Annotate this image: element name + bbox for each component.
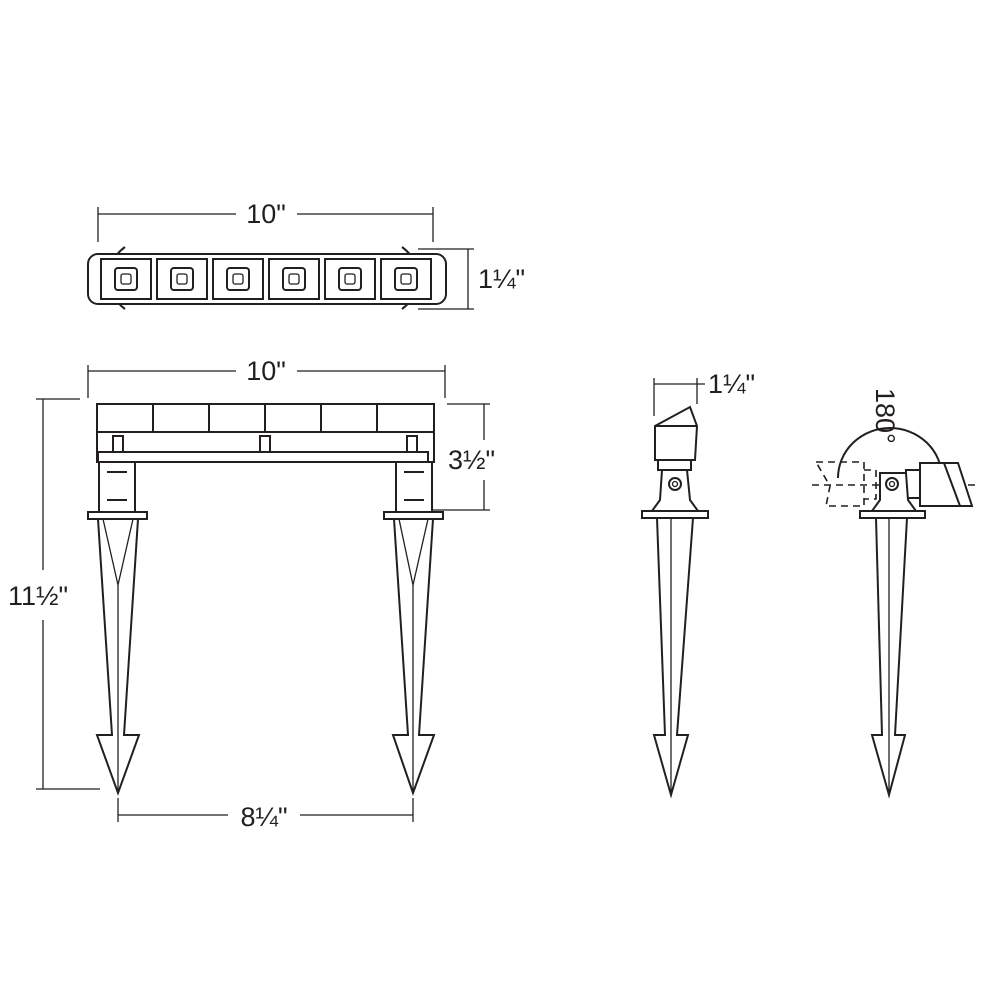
front-head-height-label: 3½": [448, 445, 495, 475]
tilt-view: 180°: [812, 388, 975, 799]
lens-cell: [156, 258, 208, 300]
side-width-label: 1¼": [708, 369, 755, 399]
lens-cell: [324, 258, 376, 300]
tilt-arc: [837, 427, 943, 479]
stake-spacing-label: 8¼": [240, 802, 287, 832]
front-width-label: 10": [246, 356, 286, 386]
front-view: 10" 3½" 11½" 8¼": [8, 356, 495, 832]
lens-cell: [100, 258, 152, 300]
top-view-lens-row: [100, 258, 432, 300]
overall-height-label: 11½": [8, 581, 68, 611]
front-view-right-stake: [383, 461, 444, 797]
tilt-head-dashed: [815, 461, 865, 507]
lens-cell: [212, 258, 264, 300]
lens-cell: [268, 258, 320, 300]
tilt-angle-label: 180°: [870, 388, 900, 444]
side-view-head: [654, 405, 699, 461]
front-view-left-stake: [87, 461, 148, 796]
lens-cell: [380, 258, 432, 300]
top-height-label: 1¼": [478, 264, 525, 294]
top-view: 10" 1¼": [87, 199, 525, 310]
top-width-label: 10": [246, 199, 286, 229]
side-view-stake: [652, 517, 695, 799]
side-view: 1¼": [641, 369, 755, 799]
